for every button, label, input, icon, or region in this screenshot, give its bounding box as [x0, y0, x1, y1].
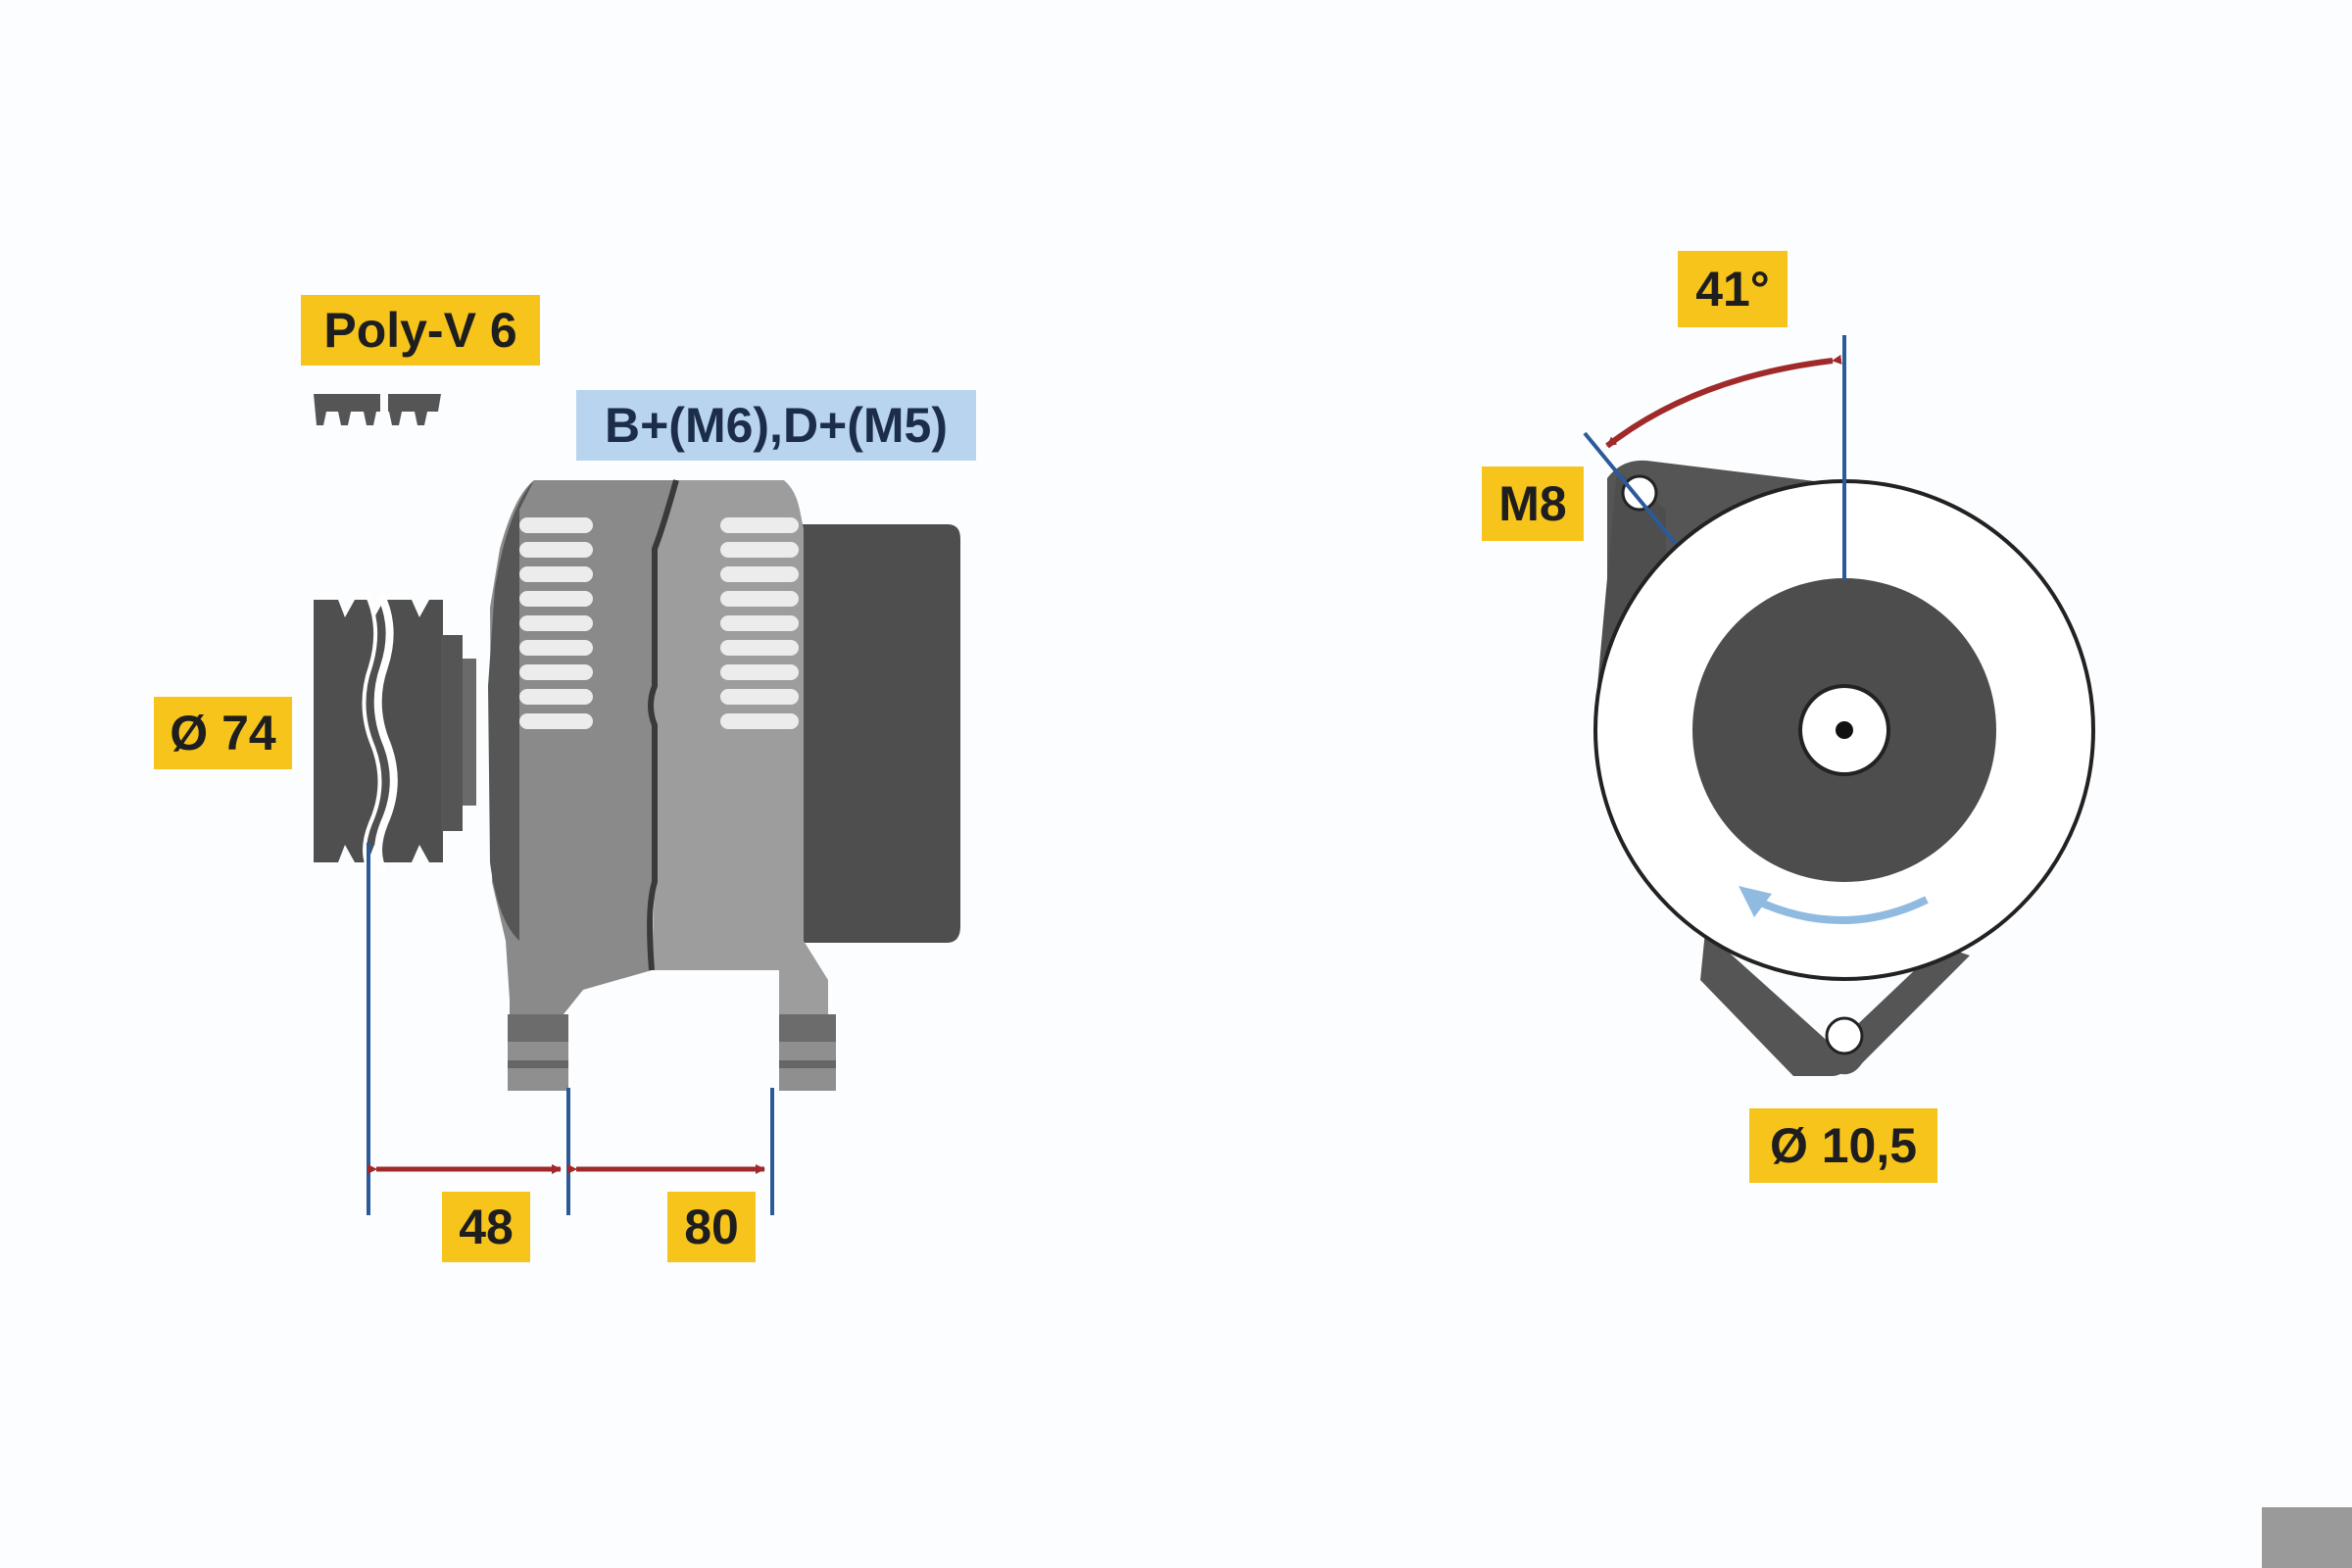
shaft-center — [1836, 721, 1853, 739]
rotation-arrow-icon — [1752, 896, 1929, 924]
pulley — [314, 592, 476, 875]
dimension-48-label: 48 — [442, 1192, 530, 1262]
alternator-side-view — [314, 390, 960, 1215]
terminals-label: B+(M6),D+(M5) — [576, 390, 976, 461]
rear-cover — [794, 524, 960, 943]
front-housing — [490, 480, 676, 1014]
dimension-guide-lines — [367, 843, 774, 1215]
alternator-front-view — [1583, 335, 2095, 1076]
poly-v-belt-icon — [314, 390, 441, 433]
mounting-lug-bottom — [1700, 931, 1852, 1076]
dimension-80-label: 80 — [667, 1192, 756, 1262]
thread-label: M8 — [1482, 466, 1584, 541]
mounting-feet — [508, 1014, 836, 1091]
rear-cooling-slots — [720, 517, 799, 729]
rear-housing — [651, 480, 828, 1014]
front-shadow — [488, 480, 534, 941]
mounting-hole-top — [1621, 474, 1658, 512]
angle-label: 41° — [1678, 251, 1788, 327]
angle-guide-lines — [1583, 335, 1846, 580]
hole-diameter-label: Ø 10,5 — [1749, 1108, 1937, 1183]
mounting-hole-bottom — [1825, 1016, 1864, 1055]
pulley-diameter-label: Ø 74 — [154, 697, 292, 769]
angle-arc-arrow — [1605, 354, 1842, 449]
mounting-lug-bottom-right — [1838, 946, 1970, 1075]
parting-line — [647, 479, 679, 971]
belt-type-label: Poly-V 6 — [301, 295, 540, 366]
corner-tab — [2262, 1507, 2352, 1568]
front-cooling-slots — [519, 517, 593, 729]
